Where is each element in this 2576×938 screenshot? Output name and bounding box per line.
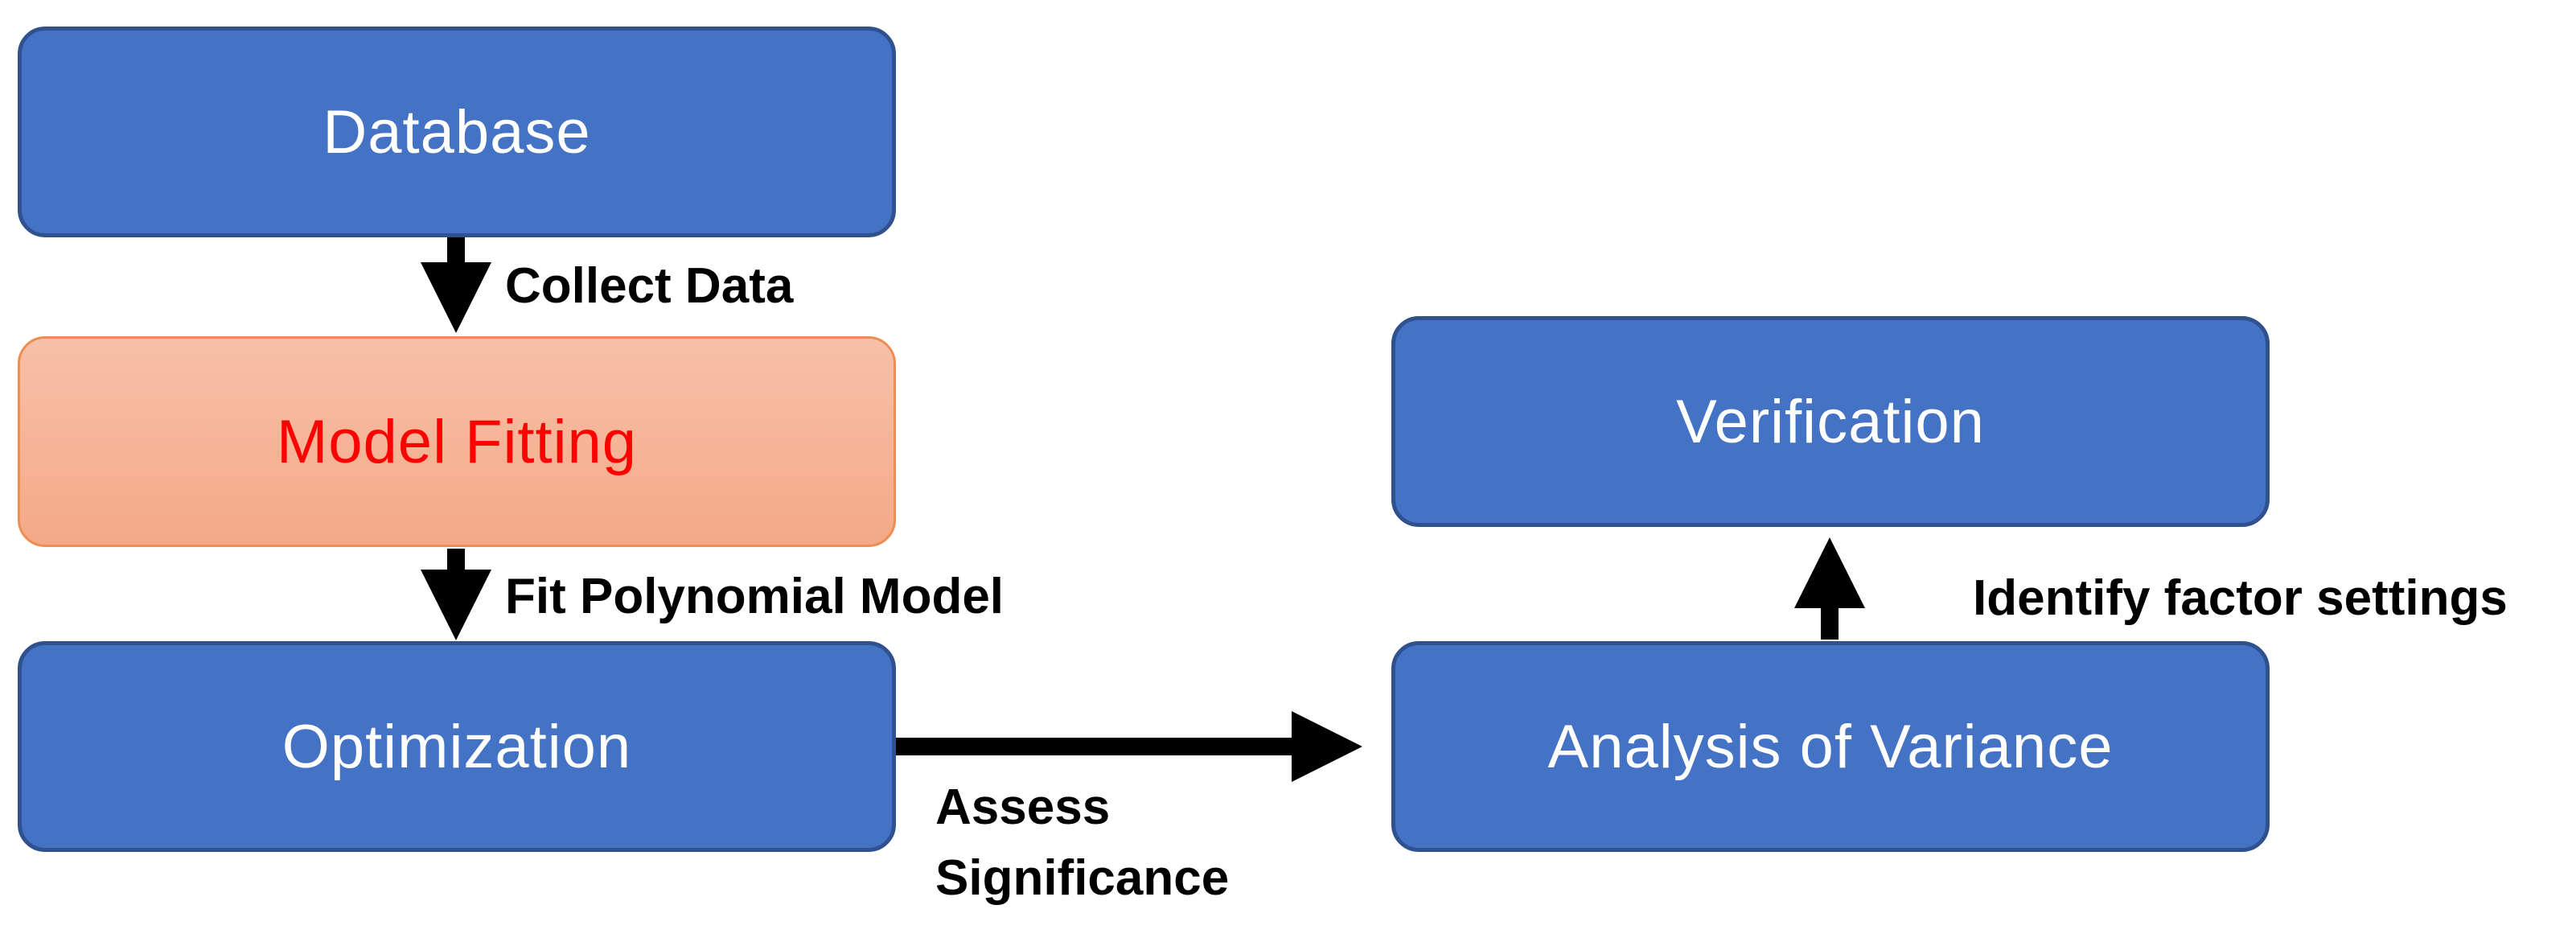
verification-label: Verification (1676, 387, 1985, 456)
analysis-of-variance-label: Analysis of Variance (1547, 712, 2114, 781)
collect-data-label: Collect Data (505, 258, 794, 314)
fit-polynomial-model-label: Fit Polynomial Model (505, 569, 1005, 624)
verification-node: Verification (1391, 316, 2270, 527)
model-fitting-node: Model Fitting (18, 336, 896, 547)
assess-significance-line1: Assess (935, 780, 1111, 835)
optimization-node: Optimization (18, 641, 896, 852)
database-label: Database (323, 97, 591, 167)
identify-factor-settings-label: Identify factor settings (1973, 570, 2508, 626)
assess-significance-line2: Significance (935, 850, 1230, 906)
optimization-label: Optimization (281, 712, 632, 781)
analysis-of-variance-node: Analysis of Variance (1391, 641, 2270, 852)
model-fitting-label: Model Fitting (276, 407, 638, 476)
database-node: Database (18, 27, 896, 237)
assess-significance-label: Assess Significance (935, 772, 1229, 914)
